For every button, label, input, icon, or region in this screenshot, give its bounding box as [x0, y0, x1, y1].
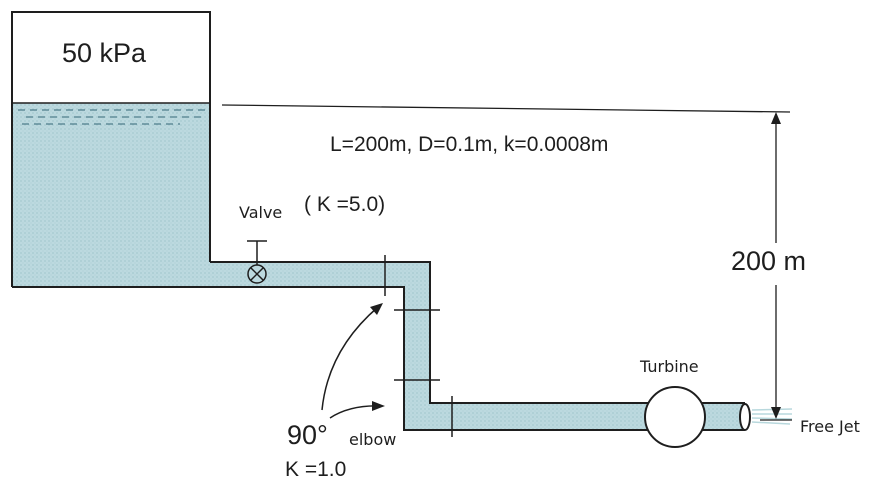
tank-outline	[11, 11, 211, 287]
elevation-label: 200 m	[731, 246, 807, 276]
elbow-label: elbow	[349, 430, 397, 449]
tank-pressure-label: 50 kPa	[62, 38, 147, 68]
elbow-arrowheads	[370, 303, 385, 411]
pipe-joints	[384, 255, 453, 437]
pipe-top-wall	[210, 261, 745, 404]
turbine-symbol	[644, 386, 706, 448]
elevation-dimension	[221, 104, 792, 421]
elbow-arrows	[321, 306, 381, 419]
surface-dashes	[18, 109, 205, 125]
valve-symbol	[247, 240, 267, 284]
elbow-angle-label: 90°	[287, 420, 328, 450]
elbow-k-label: K =1.0	[285, 458, 347, 481]
free-jet-spray	[751, 408, 793, 425]
pipe-parameters-label: L=200m, D=0.1m, k=0.0008m	[330, 133, 609, 156]
valve-k-label: ( K =5.0)	[304, 193, 386, 216]
pipe-bottom-wall	[12, 286, 745, 431]
water-fill	[12, 103, 745, 430]
turbine-label: Turbine	[640, 357, 699, 376]
valve-label: Valve	[239, 203, 283, 222]
free-jet-label: Free Jet	[800, 417, 860, 436]
pipe-exit	[739, 403, 751, 431]
